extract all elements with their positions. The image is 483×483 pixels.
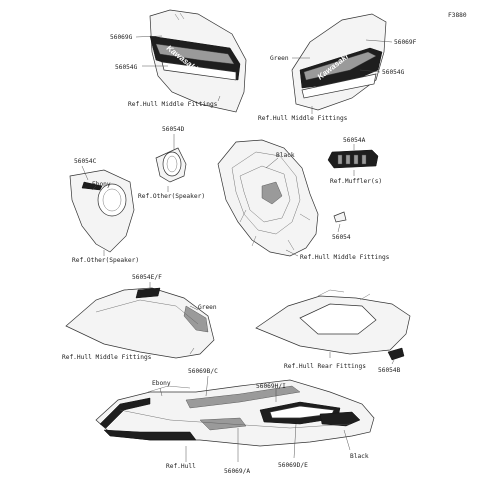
leader-56069F <box>365 39 393 43</box>
leader-green-mid <box>189 305 199 311</box>
leader-56069DE <box>293 423 297 459</box>
label-green-top: Green <box>270 55 289 62</box>
label-ref-other-speaker-2: Ref.Other(Speaker) <box>72 257 139 264</box>
leader-56054B <box>391 359 395 365</box>
muffler-decal <box>327 149 379 169</box>
diagram-id: F3880 <box>448 12 467 19</box>
side-cover-right: Kawasaki <box>291 13 387 111</box>
label-ref-other-speaker-1: Ref.Other(Speaker) <box>138 193 205 200</box>
label-56054G-right: 56054G <box>382 69 405 76</box>
leader-ebony-bottom <box>159 387 163 397</box>
leader-56069BC <box>205 375 209 397</box>
label-ref-hull-rear: Ref.Hull Rear Fittings <box>284 363 366 370</box>
leader-56054 <box>337 223 341 233</box>
label-56069BC: 56069B/C <box>188 368 218 375</box>
label-green-mid: Green <box>198 304 217 311</box>
label-ref-hull: Ref.Hull <box>166 463 196 470</box>
label-ref-hull-mid-center: Ref.Hull Middle Fittings <box>300 254 390 261</box>
leader-56069G <box>135 35 163 38</box>
leader-ebony-mid <box>91 185 97 191</box>
label-black-mid: Black <box>276 152 295 159</box>
full-hull <box>95 379 375 447</box>
leader-56054G-right <box>359 69 381 73</box>
deck-frame <box>217 139 319 257</box>
speaker-cover <box>69 169 135 253</box>
label-ref-hull-mid-top-left: Ref.Hull Middle Fittings <box>128 101 218 108</box>
side-cover-left: Kawasaki <box>149 9 247 113</box>
label-56069HI: 56069H/I <box>256 383 286 390</box>
label-ref-hull-mid-top-right: Ref.Hull Middle Fittings <box>258 115 348 122</box>
leader-black-mid <box>265 157 279 169</box>
label-ref-muffler: Ref.Muffler(s) <box>330 178 382 185</box>
label-56054G-left: 56054G <box>115 64 138 71</box>
leader-black-bottom <box>343 429 351 451</box>
label-ref-hull-mid-lower: Ref.Hull Middle Fittings <box>62 354 152 361</box>
leader-56054C <box>81 165 89 181</box>
leader-ref-hull-center <box>285 249 299 257</box>
label-ebony-bottom: Ebony <box>152 380 171 387</box>
label-56054EF: 56054E/F <box>132 274 162 281</box>
rear-deck <box>255 289 411 361</box>
label-56054: 56054 <box>332 234 351 241</box>
label-56069A: 56069/A <box>224 468 250 475</box>
label-56054A: 56054A <box>343 137 366 144</box>
label-56069G: 56069G <box>110 34 133 41</box>
label-56054C: 56054C <box>74 158 97 165</box>
label-56069DE: 56069D/E <box>278 462 308 469</box>
label-56069F: 56069F <box>394 39 417 46</box>
label-56054B: 56054B <box>378 367 401 374</box>
leader-ref-hull-mid-lower <box>189 347 195 355</box>
leader-ref-top-left <box>217 95 221 102</box>
small-decal-56054 <box>333 211 347 223</box>
label-56054D: 56054D <box>162 126 185 133</box>
label-ebony-mid: Ebony <box>92 181 111 188</box>
label-black-bottom: Black <box>350 453 369 460</box>
speaker-ring <box>155 147 187 183</box>
front-hood <box>65 287 215 359</box>
